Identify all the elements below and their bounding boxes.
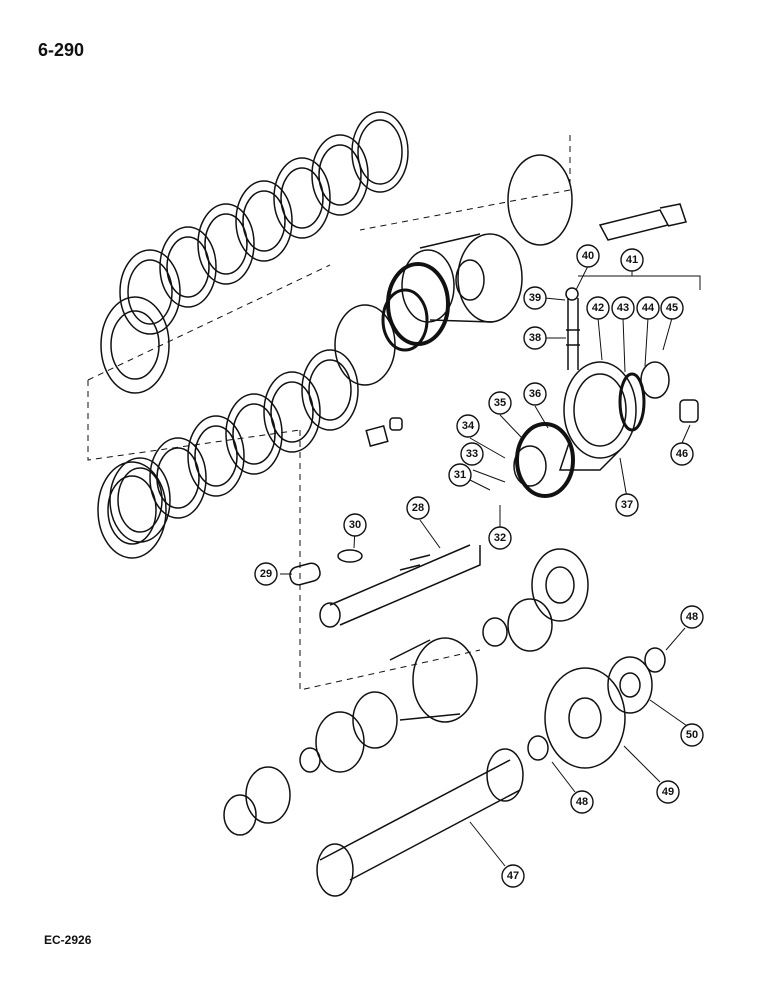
- svg-text:42: 42: [592, 302, 604, 314]
- callout-44: 44: [636, 296, 660, 320]
- spring: [640, 361, 670, 399]
- bearing: [513, 445, 547, 487]
- svg-text:35: 35: [494, 397, 506, 409]
- callout-36: 36: [523, 382, 547, 406]
- key-washer: [389, 417, 403, 431]
- callout-30: 30: [343, 513, 367, 537]
- svg-text:32: 32: [494, 532, 506, 544]
- callout-40: 40: [576, 244, 600, 268]
- key-block: [365, 425, 389, 447]
- svg-text:45: 45: [666, 302, 678, 314]
- sleeve: [679, 399, 699, 423]
- dashed-assembly-outline: [87, 135, 571, 691]
- callout-29: 29: [254, 562, 278, 586]
- snap-ring-48-upper: [644, 647, 666, 673]
- callout-43: 43: [611, 296, 635, 320]
- key-segment: [337, 549, 363, 563]
- callout-47: 47: [501, 864, 525, 888]
- back-plate: [507, 154, 573, 246]
- gear-49: [544, 667, 626, 769]
- callout-41: 41: [620, 248, 644, 272]
- lower-clutch-disc-stack: [97, 349, 359, 559]
- svg-text:28: 28: [412, 502, 424, 514]
- callout-50: 50: [680, 723, 704, 747]
- seal-ring-large: [386, 262, 450, 346]
- upper-gear-cluster: [482, 548, 589, 652]
- callout-34: 34: [456, 414, 480, 438]
- valve-ball: [565, 287, 579, 301]
- svg-text:40: 40: [582, 250, 594, 262]
- lower-drum: [389, 637, 478, 723]
- callout-48-lower: 48: [570, 790, 594, 814]
- clutch-drum: [401, 233, 523, 323]
- svg-text:47: 47: [507, 870, 519, 882]
- snap-ring-48-lower: [527, 735, 549, 761]
- svg-text:39: 39: [529, 292, 541, 304]
- svg-text:33: 33: [466, 448, 478, 460]
- valve-pin: [566, 298, 580, 370]
- svg-text:43: 43: [617, 302, 629, 314]
- svg-text:48: 48: [576, 796, 588, 808]
- callout-46: 46: [670, 442, 694, 466]
- output-shaft: [316, 748, 524, 897]
- roller-pin: [289, 562, 321, 586]
- large-seal-ring: [515, 422, 575, 498]
- svg-text:36: 36: [529, 388, 541, 400]
- callout-28: 28: [406, 496, 430, 520]
- upper-clutch-disc-stack: [100, 111, 409, 394]
- callout-45: 45: [660, 296, 684, 320]
- gear-50: [607, 656, 653, 714]
- leader-lines: [280, 260, 701, 867]
- callout-42: 42: [586, 296, 610, 320]
- lower-gear-stack: [223, 691, 398, 836]
- svg-text:41: 41: [626, 254, 638, 266]
- seal-ring-small: [381, 288, 429, 352]
- bolt: [598, 203, 687, 241]
- callout-38: 38: [523, 326, 547, 350]
- svg-text:44: 44: [642, 302, 655, 314]
- pressure-plate: [334, 304, 396, 386]
- svg-text:34: 34: [462, 420, 475, 432]
- svg-text:49: 49: [662, 786, 674, 798]
- svg-text:50: 50: [686, 729, 698, 741]
- svg-text:48: 48: [686, 611, 698, 623]
- callout-37: 37: [615, 493, 639, 517]
- page-code: 6-290: [38, 40, 85, 60]
- callout-39: 39: [523, 286, 547, 310]
- svg-text:29: 29: [260, 568, 272, 580]
- callout-33: 33: [460, 442, 484, 466]
- reference-code: EC-2926: [44, 933, 92, 947]
- input-shaft: [319, 544, 481, 628]
- callout-48-upper: 48: [680, 605, 704, 629]
- callout-31: 31: [448, 463, 472, 487]
- svg-text:37: 37: [621, 499, 633, 511]
- svg-text:38: 38: [529, 332, 541, 344]
- callout-35: 35: [488, 391, 512, 415]
- svg-text:46: 46: [676, 448, 688, 460]
- callout-32: 32: [488, 526, 512, 550]
- piston-housing: [558, 361, 637, 471]
- svg-text:31: 31: [454, 469, 466, 481]
- housing-seal: [618, 372, 646, 432]
- svg-text:30: 30: [349, 519, 361, 531]
- callout-49: 49: [656, 780, 680, 804]
